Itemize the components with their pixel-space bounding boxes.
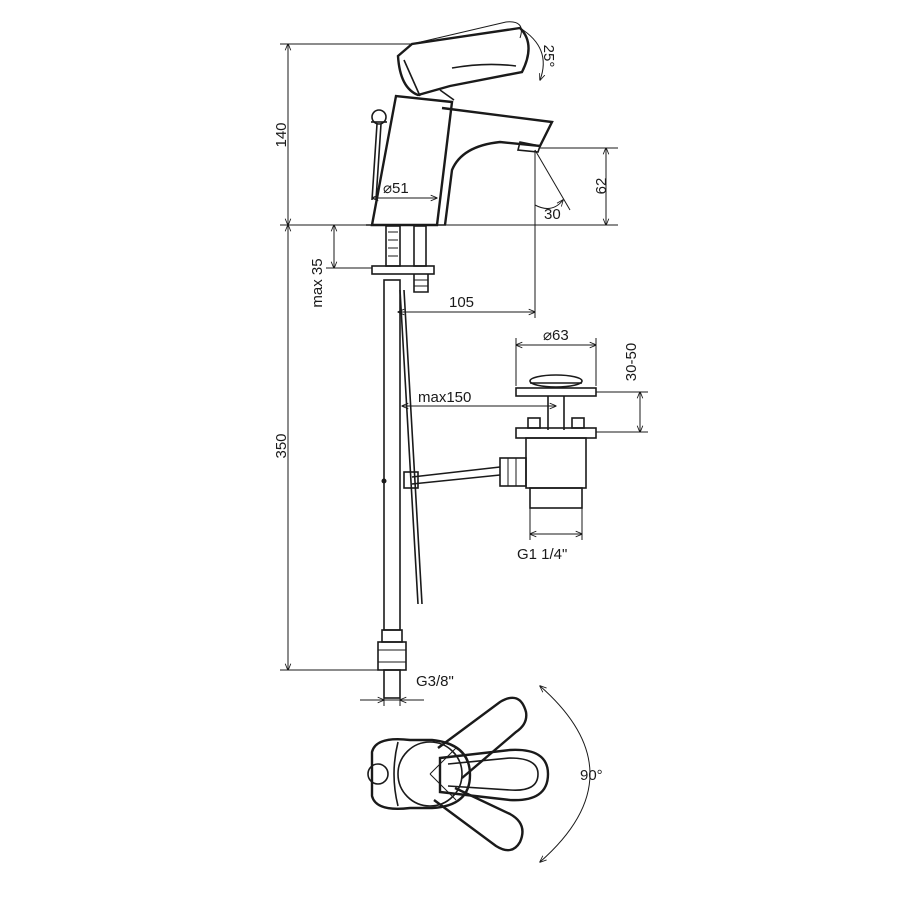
dim-105-label: 105 [449, 294, 474, 311]
dim-spout-angle: 30 [534, 149, 571, 225]
mounting-studs [371, 225, 435, 293]
dim-25-label: 25° [540, 45, 557, 68]
dim-51-label: ⌀51 [383, 180, 409, 197]
faucet-body [366, 21, 554, 293]
dim-63-label: ⌀63 [543, 327, 569, 344]
dim-height-total: 140 [273, 44, 412, 225]
dim-hose-length: 350 [273, 225, 378, 670]
dim-waste-diameter: ⌀63 [516, 327, 596, 386]
top-view: 90° [367, 686, 603, 862]
supply-hose [377, 279, 407, 699]
dim-spout-height: 62 [446, 148, 618, 225]
dim-waste-range: 30-50 [596, 343, 648, 432]
dim-62-label: 62 [593, 178, 610, 195]
dim-90-label: 90° [580, 767, 603, 784]
dim-140-label: 140 [273, 122, 290, 147]
dim-3050-label: 30-50 [623, 343, 640, 381]
dim-lever-angle: 25° [519, 27, 557, 80]
dim-30-label: 30 [544, 206, 561, 223]
dim-hose-thread: G3/8" [360, 673, 454, 706]
dim-max35-label: max 35 [309, 258, 326, 307]
dim-deck-thickness: max 35 [309, 225, 372, 308]
dim-g38-label: G3/8" [416, 673, 454, 690]
dim-g114-label: G1 1/4" [517, 546, 567, 563]
dim-spout-reach: 105 [398, 225, 535, 318]
dim-350-label: 350 [273, 433, 290, 458]
dim-body-diameter: ⌀51 [372, 180, 437, 198]
dim-rod-length: max150 [402, 389, 556, 406]
popup-knob [371, 109, 387, 201]
dim-waste-thread: G1 1/4" [517, 508, 582, 563]
dim-max150-label: max150 [418, 389, 471, 406]
popup-waste [499, 374, 597, 509]
popup-rod [381, 289, 501, 605]
